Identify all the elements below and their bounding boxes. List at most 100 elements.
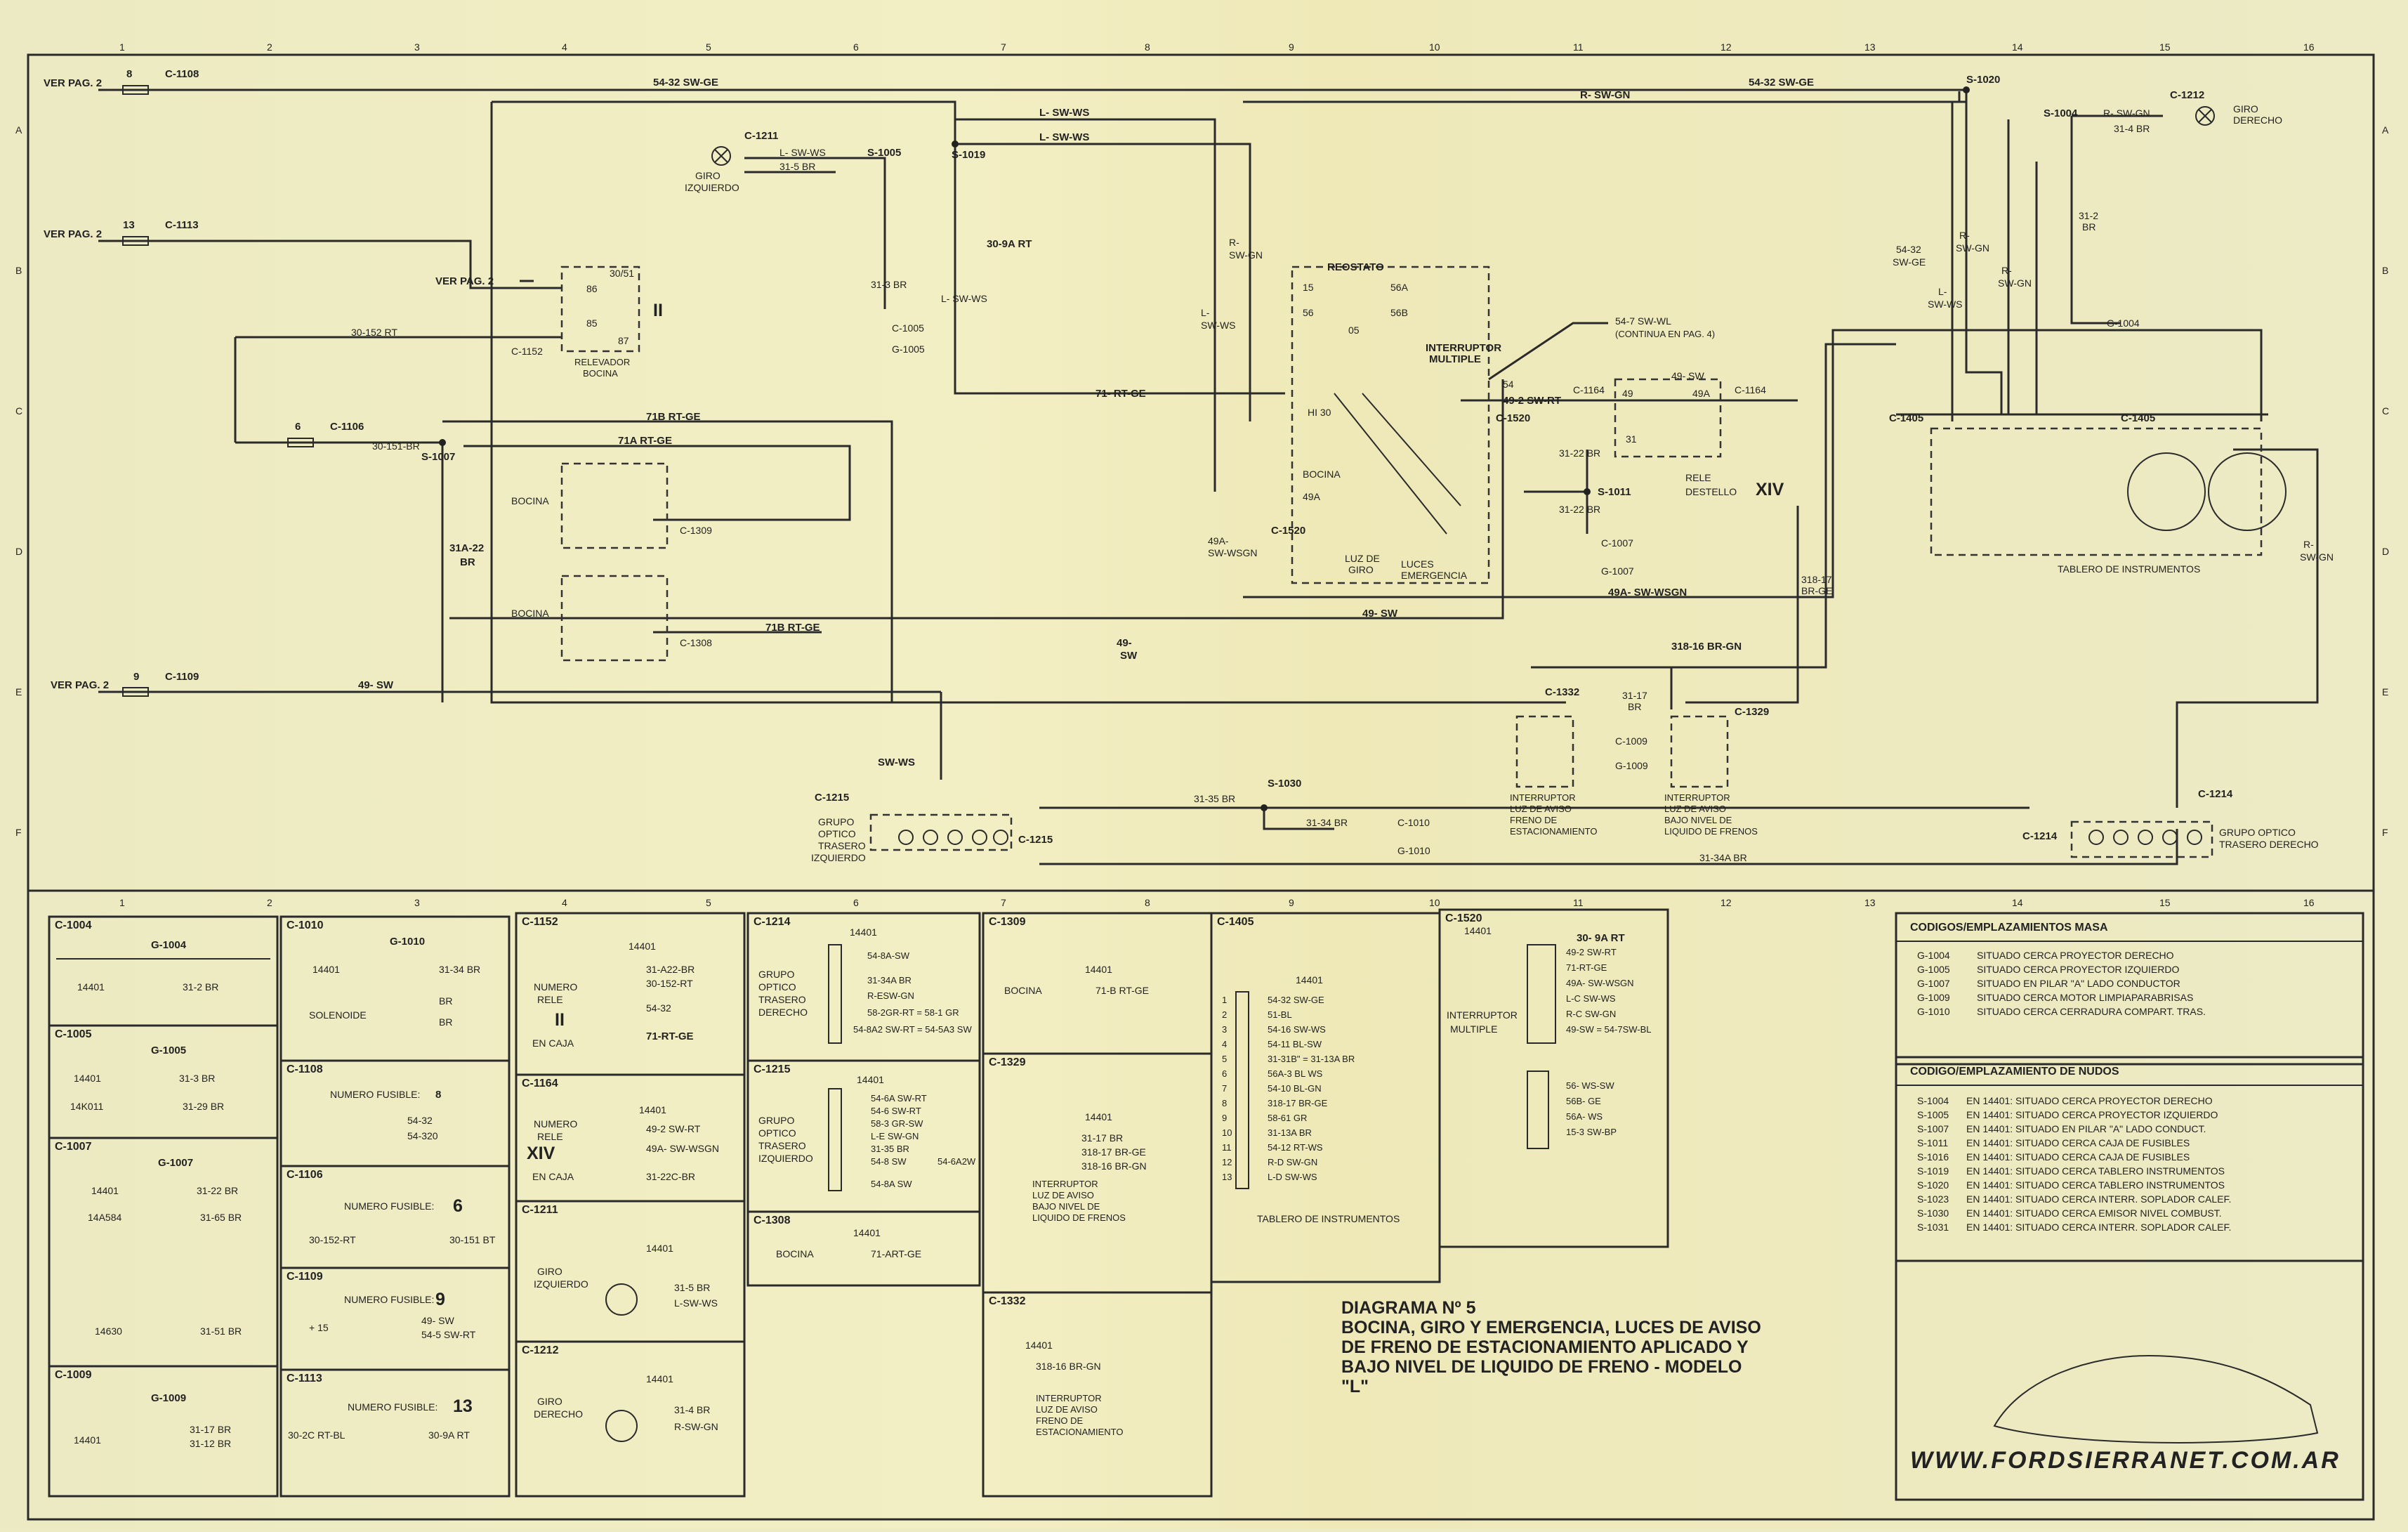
panel-num: 14401 xyxy=(850,927,877,938)
panel-code: C-1309 xyxy=(989,916,1026,928)
connector-label: C-1215 xyxy=(1018,834,1053,846)
flasher-relay: 49-2 SW-RT C-1164 C-1164 49- SW 49 49A 3… xyxy=(1503,370,1784,598)
wire-label: BR xyxy=(460,556,475,568)
pin-number: 11 xyxy=(1222,1142,1232,1153)
col-label: 5 xyxy=(706,41,711,53)
panel-label: GIRO xyxy=(537,1396,562,1407)
panel-c1309 xyxy=(982,912,1213,1055)
switch-contact xyxy=(1334,393,1447,535)
pin-number: 7 xyxy=(1222,1083,1227,1094)
wire-label: SW-WS xyxy=(878,757,915,768)
wire xyxy=(2233,448,2319,492)
horn-box xyxy=(560,462,669,549)
panel-wire: 71-RT-GE xyxy=(646,1030,694,1042)
panel-code: C-1007 xyxy=(55,1141,92,1153)
panel-label: OPTICO xyxy=(758,981,796,993)
wire-label: R- xyxy=(1959,230,1970,241)
horn-box xyxy=(560,575,669,662)
wire-label: 31-34 BR xyxy=(1306,817,1348,828)
col-label: 4 xyxy=(562,897,567,908)
connector-label: C-1152 xyxy=(511,346,543,357)
panel-wire: 31-34A BR xyxy=(867,975,912,986)
connector-label: C-1106 xyxy=(330,421,364,433)
code-cell: S-1019 xyxy=(1917,1165,1949,1177)
panel-wire: 31-5 BR xyxy=(674,1282,710,1293)
panel-label: DERECHO xyxy=(758,1007,808,1018)
panel-wire: 54-6A2W xyxy=(937,1156,976,1167)
fuse-icon xyxy=(122,236,149,246)
panel-c1004 xyxy=(48,915,279,1027)
panel-wire: BR xyxy=(439,1016,452,1028)
panel-label: NUMERO FUSIBLE: xyxy=(344,1294,434,1305)
row-label: A xyxy=(15,124,22,136)
splice-label: S-1019 xyxy=(952,149,985,161)
fuse-icon xyxy=(122,687,149,697)
connector-label: C-1113 xyxy=(165,219,199,231)
panel-wire: 54-6 SW-RT xyxy=(871,1106,921,1116)
panel-num: 14401 xyxy=(1085,1111,1112,1122)
pin-number: 3 xyxy=(1222,1024,1227,1035)
panel-code: C-1164 xyxy=(522,1078,558,1089)
wire-label: 31-2 xyxy=(2079,210,2098,221)
table-masa xyxy=(1895,912,2364,1066)
col-label: 8 xyxy=(1145,897,1150,908)
panel-wire: 71-ART-GE xyxy=(871,1248,921,1259)
connector-panels: C-1004 G-1004 14401 31-2 BR C-1005 G-100… xyxy=(48,908,1669,1498)
panel-wire: 31-51 BR xyxy=(200,1325,242,1337)
wire-label: R- xyxy=(1229,237,1239,248)
panel-code: C-1009 xyxy=(55,1369,92,1381)
panel-wire: 30- 9A RT xyxy=(1577,932,1625,944)
lamp-icon xyxy=(714,149,728,163)
connector-label: C-1164 xyxy=(1573,384,1605,395)
panel-value: 13 xyxy=(453,1396,473,1416)
pin-number: 6 xyxy=(1222,1068,1227,1079)
wire-49a-bottom xyxy=(1243,329,2263,598)
panel-wire: 318-17 BR-GE xyxy=(1081,1146,1146,1158)
wire-label: 31-3 BR xyxy=(871,279,907,290)
ground-label: G-1007 xyxy=(1601,565,1634,577)
wire-label: (CONTINUA EN PAG. 4) xyxy=(1615,329,1715,339)
switch-box xyxy=(1515,715,1574,788)
panel-wire: 54-8A-SW xyxy=(867,950,910,961)
row-label: D xyxy=(2382,546,2389,557)
panel-label: BAJO NIVEL DE xyxy=(1032,1201,1100,1212)
panel-wire: R-SW-GN xyxy=(674,1421,718,1432)
connector-label: C-1520 xyxy=(1496,412,1530,424)
pin-label: 86 xyxy=(586,283,598,294)
panel-label: GIRO xyxy=(537,1266,562,1277)
connector-label: C-1215 xyxy=(815,792,849,804)
wire xyxy=(490,102,1566,704)
desc-cell: EN 14401: SITUADO CERCA PROYECTOR IZQUIE… xyxy=(1966,1109,2218,1120)
panel-code: C-1215 xyxy=(754,1063,791,1075)
component-label: INTERRUPTOR xyxy=(1426,342,1501,354)
code-cell: G-1010 xyxy=(1917,1006,1950,1017)
fuse-icon xyxy=(122,85,149,95)
panel-wire: 318-16 BR-GN xyxy=(1036,1361,1101,1372)
panel-label: RELE xyxy=(537,1131,563,1142)
wire-label: 54-32 xyxy=(1896,244,1921,255)
title-line: "L" xyxy=(1341,1377,1369,1396)
connector-icon xyxy=(1235,991,1249,1189)
pin-label: 56A xyxy=(1390,282,1409,293)
code-cell: S-1011 xyxy=(1917,1137,1948,1148)
component-label: GRUPO OPTICO xyxy=(2219,827,2296,838)
wire-label: BR xyxy=(2082,221,2096,233)
wire-label: SW-WS xyxy=(1928,299,1963,310)
code-cell: G-1005 xyxy=(1917,964,1950,975)
wire xyxy=(492,100,956,144)
horn-relay: VER PAG. 2 30/51 86 85 87 II C-1152 RELE… xyxy=(351,266,663,379)
title-line: DE FRENO DE ESTACIONAMIENTO APLICADO Y xyxy=(1341,1337,1749,1357)
panel-label: TABLERO DE INSTRUMENTOS xyxy=(1257,1213,1400,1224)
wire-label: 31A-22 xyxy=(449,542,484,554)
ground-label: G-1004 xyxy=(2107,317,2140,329)
panel-num: 14401 xyxy=(853,1227,881,1238)
wire-label: 31-5 BR xyxy=(779,161,815,172)
pin-label: 54 xyxy=(1503,379,1514,390)
desc-cell: SITUADO EN PILAR "A" LADO CONDUCTOR xyxy=(1977,978,2180,989)
panel-wire: 54-8A SW xyxy=(871,1179,912,1189)
component-label: OPTICO xyxy=(818,828,856,839)
panel-label: INTERRUPTOR xyxy=(1036,1393,1102,1403)
col-label: 11 xyxy=(1573,897,1584,908)
wire-318-16 xyxy=(1531,343,1896,669)
